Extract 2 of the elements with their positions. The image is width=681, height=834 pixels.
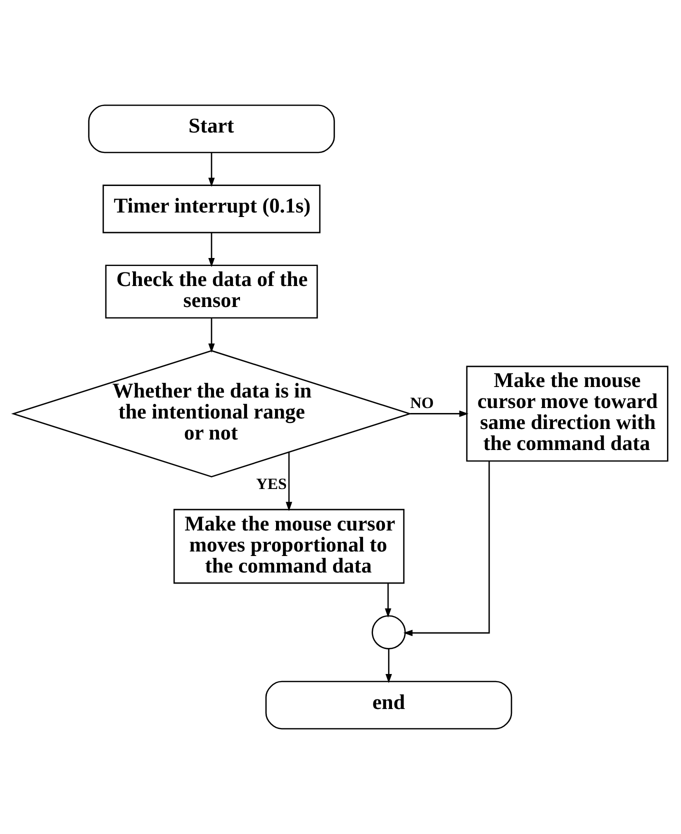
edge-label: NO	[410, 394, 434, 412]
edge-label: YES	[256, 476, 287, 493]
